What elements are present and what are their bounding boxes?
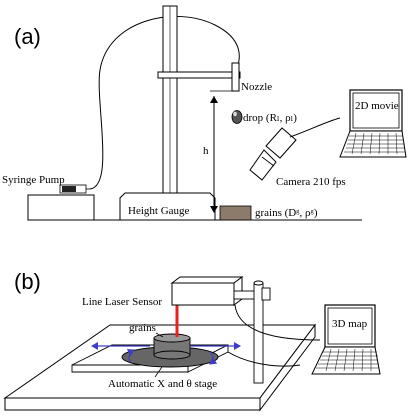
syringe-pump-label: Syringe Pump: [2, 174, 65, 186]
grains-bed: [219, 205, 252, 221]
grains-label: grains (Dᵍ, ρᵍ): [255, 207, 318, 219]
height-gauge-label: Height Gauge: [128, 205, 190, 217]
camera-icon: [249, 127, 297, 181]
sensor-cable: [234, 304, 321, 341]
base-plate-front: [4, 397, 261, 411]
line-laser-sensor: [170, 276, 244, 306]
line-laser-sensor-label: Line Laser Sensor: [82, 296, 162, 308]
panel-b: (b) grains Line Laser Sensor: [3, 269, 381, 412]
nozzle-label: Nozzle: [241, 81, 272, 93]
theta-arrow-left: [126, 349, 135, 363]
drop-label: drop (Rₗ, ρₗ): [243, 112, 297, 124]
grains-b-leader: [155, 332, 164, 338]
base-plate-side: [259, 323, 316, 412]
laptop-a-screen-text: 2D movie: [355, 100, 399, 112]
h-label: h: [203, 145, 209, 157]
laptop-a: [339, 89, 407, 158]
tubing: [89, 15, 240, 190]
camera-cable: [289, 117, 341, 138]
height-gauge-base: [119, 192, 216, 221]
panel-a-label: (a): [14, 24, 41, 49]
panel-b-label: (b): [14, 269, 41, 294]
syringe-icon: [59, 184, 90, 194]
laptop-b-screen-text: 3D map: [332, 318, 368, 330]
panel-a: (a) Syringe Pump Height Gauge Nozzle h: [2, 5, 407, 221]
sensor-post: [233, 280, 271, 384]
stage-label: Automatic X and θ stage: [108, 378, 217, 390]
syringe-pump-box: [27, 194, 95, 221]
theta-arrow-right: [209, 351, 218, 365]
grains-container: [153, 333, 191, 360]
stage-cable: [227, 351, 301, 367]
laptop-b: [311, 304, 381, 375]
drop-icon: [231, 110, 243, 124]
nozzle: [231, 62, 240, 92]
grains-b-label: grains: [129, 322, 156, 334]
camera-label: Camera 210 fps: [276, 176, 346, 188]
gauge-arm: [157, 71, 241, 79]
stage-leader: [154, 366, 163, 378]
